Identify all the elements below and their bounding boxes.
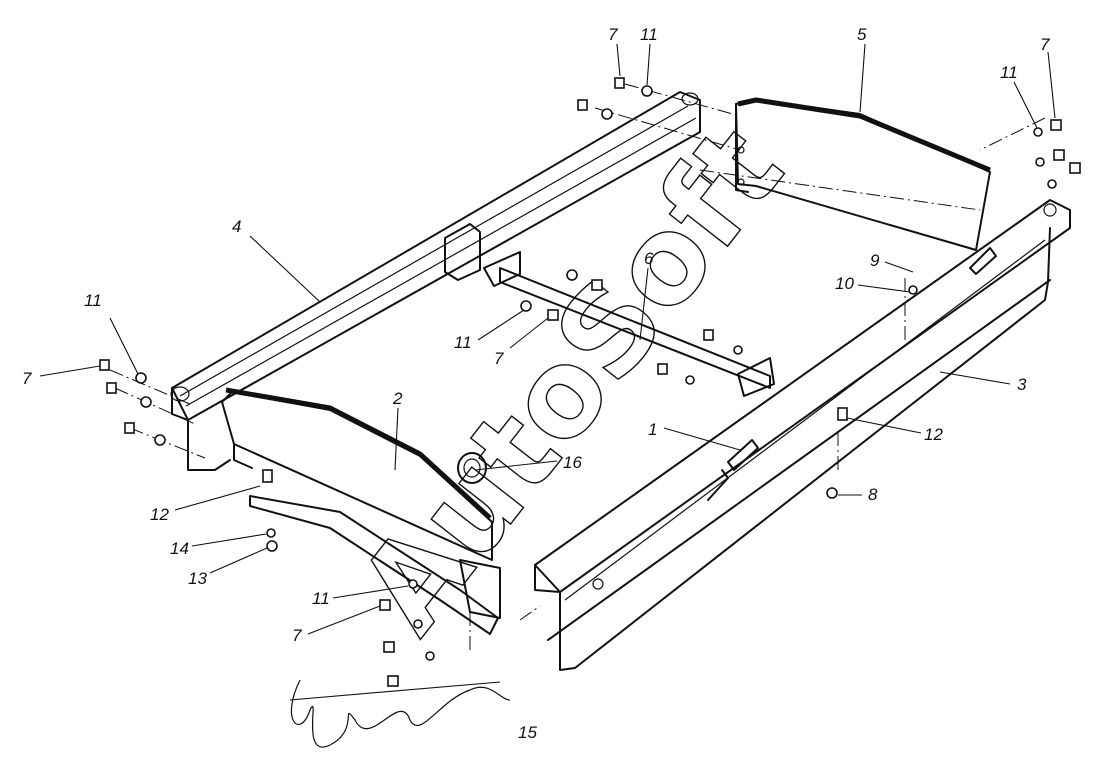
seal-roll-part-16	[457, 452, 487, 484]
cross-tube-part-6	[483, 251, 775, 397]
callout-13: 13	[188, 569, 207, 588]
watermark: AutoSoft	[333, 102, 810, 658]
callout-16: 16	[563, 453, 582, 472]
callout-10: 10	[835, 274, 854, 293]
callout-12-left: 12	[150, 505, 169, 524]
left-sill-part-4	[170, 91, 701, 471]
front-panel-part-2	[221, 387, 501, 635]
callout-12-right: 12	[924, 425, 943, 444]
bracket-part-1	[707, 247, 997, 501]
callout-9: 9	[870, 251, 880, 270]
leader-lines	[39, 43, 1056, 701]
callout-6: 6	[644, 249, 654, 268]
callout-11-top-right: 11	[1000, 63, 1018, 82]
callout-2: 2	[392, 389, 403, 408]
callout-7-center: 7	[494, 349, 504, 368]
callout-5: 5	[857, 25, 867, 44]
hardware	[99, 77, 1081, 687]
right-sill-part-3	[534, 199, 1071, 671]
callout-7-bottom: 7	[292, 626, 302, 645]
callout-8: 8	[868, 485, 878, 504]
rear-panel-part-5	[735, 97, 991, 251]
callout-11-top-left: 11	[640, 25, 658, 44]
wire-part-15	[290, 679, 511, 748]
callout-11-center: 11	[454, 333, 472, 352]
callout-7-top-right: 7	[1040, 35, 1050, 54]
callout-14: 14	[170, 539, 189, 558]
callouts: 1 2 3 4 5 6 7 7 7 7 7 8 9 10 11 11 11 11…	[22, 25, 1050, 742]
callout-3: 3	[1017, 375, 1027, 394]
callout-11-left: 11	[84, 291, 102, 310]
callout-7-left: 7	[22, 369, 32, 388]
callout-15: 15	[518, 723, 537, 742]
callout-7-top-left: 7	[608, 25, 618, 44]
callout-1: 1	[648, 420, 657, 439]
callout-11-bottom: 11	[312, 589, 330, 608]
callout-4: 4	[232, 217, 241, 236]
